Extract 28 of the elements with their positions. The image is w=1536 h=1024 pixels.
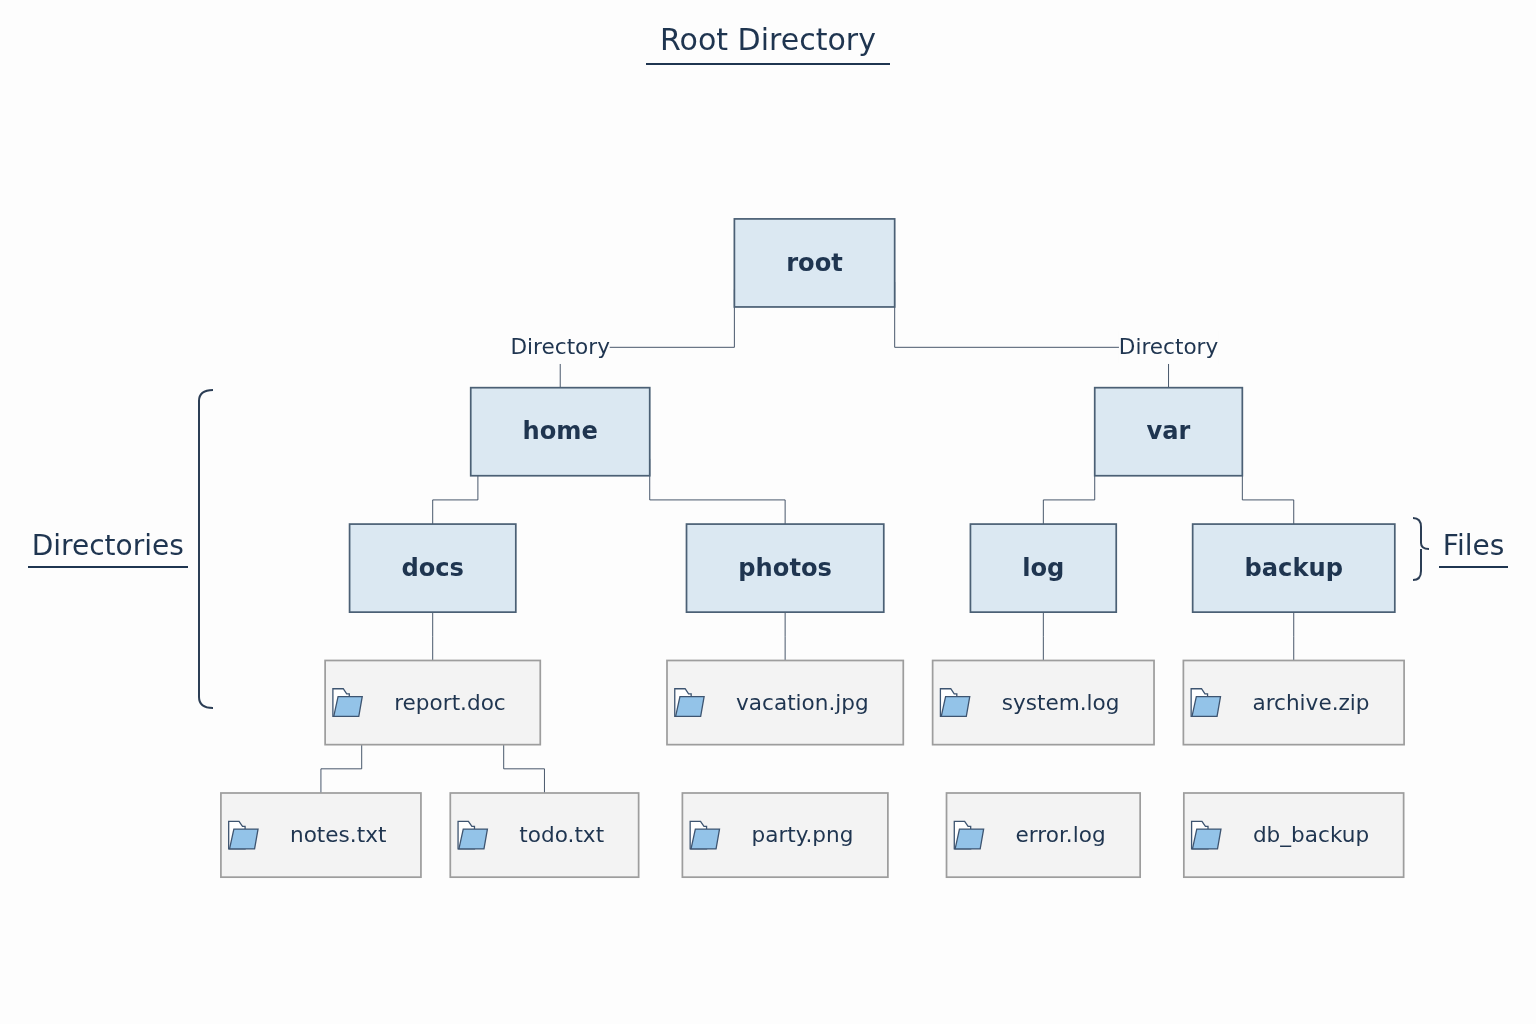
node-box: root bbox=[733, 218, 896, 309]
node-box: error.log bbox=[945, 792, 1141, 879]
connector bbox=[320, 744, 362, 794]
connector bbox=[784, 612, 786, 662]
connector bbox=[1042, 612, 1044, 662]
edge-label: Directory bbox=[1118, 335, 1219, 361]
title: Root Directory bbox=[646, 22, 890, 65]
node-box: photos bbox=[685, 523, 885, 614]
side-label: Directories bbox=[27, 529, 188, 568]
side-label: Files bbox=[1438, 529, 1509, 568]
node-box: db_backup bbox=[1182, 792, 1405, 879]
node-box: system.log bbox=[931, 660, 1155, 746]
node-box: vacation.jpg bbox=[665, 660, 904, 746]
node-box: backup bbox=[1191, 523, 1396, 614]
node-box: var bbox=[1093, 387, 1243, 478]
connector bbox=[432, 612, 433, 662]
node-box: report.doc bbox=[324, 660, 541, 746]
connector bbox=[503, 744, 545, 794]
node-box: party.png bbox=[681, 792, 889, 879]
connector bbox=[1293, 612, 1294, 662]
node-box: home bbox=[469, 387, 651, 478]
node-box: docs bbox=[348, 523, 517, 614]
connector bbox=[432, 475, 479, 525]
node-box: archive.zip bbox=[1182, 660, 1405, 746]
node-box: notes.txt bbox=[219, 792, 422, 879]
edge-label: Directory bbox=[510, 335, 610, 361]
node-box: todo.txt bbox=[449, 792, 640, 879]
node-box: log bbox=[969, 523, 1117, 614]
